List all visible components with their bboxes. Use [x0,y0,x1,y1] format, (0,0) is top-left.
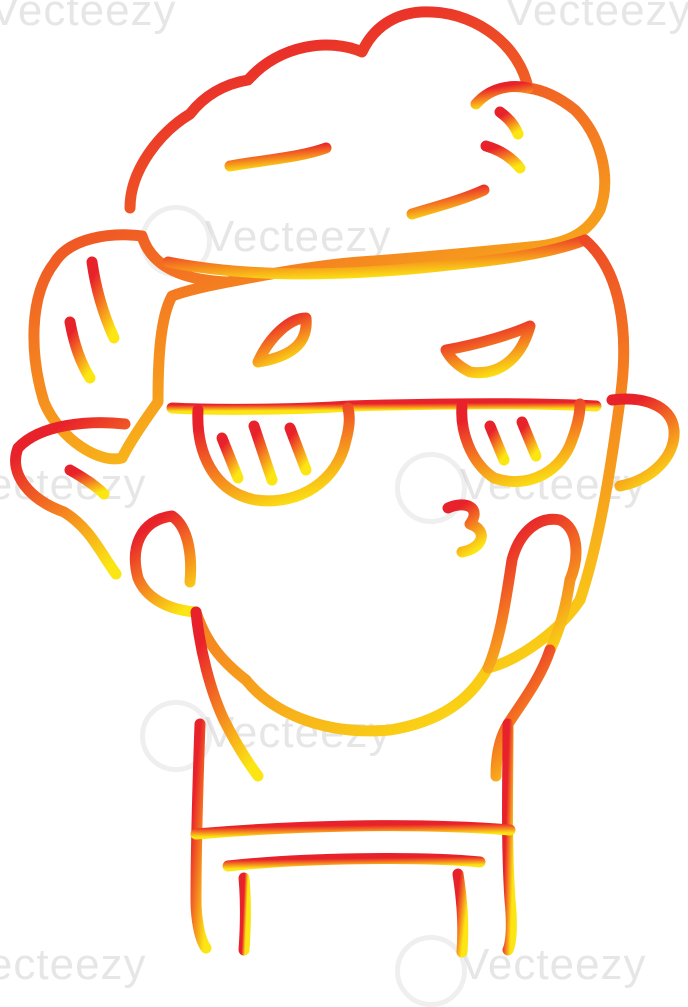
shirt-hem [190,820,516,840]
arm-left [190,606,264,782]
sunglasses-frame [166,398,602,415]
leg-right [452,868,469,958]
shorts-waist [222,853,486,872]
lens-shine [248,420,278,486]
ear-left [10,417,131,580]
vecteezy-logo-icon [395,452,467,524]
lens-shine [516,416,542,462]
ear-right [606,393,680,492]
hair-strand [86,256,120,344]
lens-shine [484,420,510,466]
hand-left [129,510,202,618]
sunglasses-lens-right [456,398,586,487]
hair-strand [224,142,332,172]
watermark-text-mid1: Vecteezy [205,212,392,261]
eyebrow-right [440,320,536,379]
body-left [190,718,212,954]
vecteezy-logo-icon [140,700,212,772]
ear-detail [64,464,110,500]
hair-underline [162,234,591,280]
hand-right [482,513,582,674]
leg-left [238,872,251,956]
face-outline [190,234,630,737]
hair-strand [64,316,96,384]
cartoon-man-sunglasses-illustration [10,6,680,958]
watermark-text-top-right: Vecteezy [505,0,688,35]
hair-swoop [470,81,534,110]
hair-strand [480,140,526,174]
sunglasses-lens-left [192,402,355,507]
lens-shine [284,422,312,476]
hair-strand [406,184,490,220]
mouth-kiss [442,499,487,558]
hair-strand [494,106,524,140]
lens-shine [216,432,244,484]
hair-outline [28,6,611,465]
watermark-text-top: Vecteezy [0,0,177,35]
eyebrow-left [252,312,312,368]
body-right [502,718,517,956]
